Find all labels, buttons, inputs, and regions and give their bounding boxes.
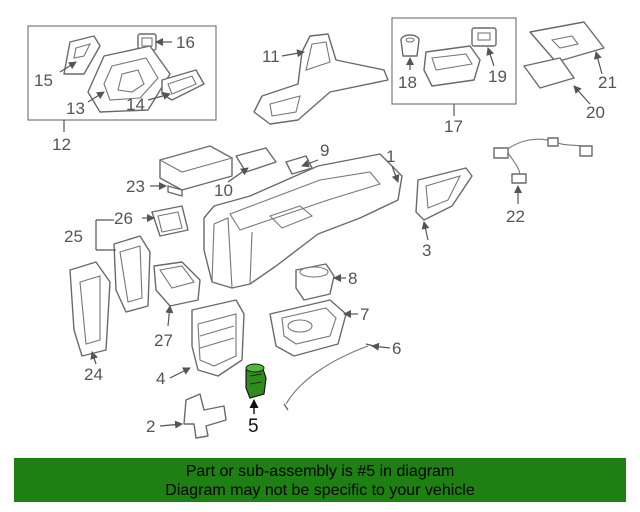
part-26-vent [151, 205, 189, 237]
part-7-tray [269, 299, 347, 357]
part-2-bracket [183, 393, 227, 439]
info-banner: Part or sub-assembly is #5 in diagram Di… [14, 458, 626, 502]
part-1-center-console [203, 153, 403, 289]
leader-lines [59, 38, 603, 429]
callout-22: 22 [506, 207, 525, 226]
callout-15: 15 [34, 71, 53, 90]
part-18-socket [400, 34, 420, 57]
group-box-12 [27, 25, 217, 132]
callout-16: 16 [176, 33, 195, 52]
callout-24: 24 [84, 365, 103, 384]
part-11-console-trim [253, 33, 389, 125]
part-23-armrest [158, 145, 234, 197]
part-3-side-cover [415, 167, 473, 221]
callout-9: 9 [320, 141, 329, 160]
callout-6: 6 [392, 339, 401, 358]
callout-labels: 1 2 3 4 5 6 7 8 9 10 11 12 13 14 15 16 1… [34, 33, 617, 437]
callout-1: 1 [386, 147, 395, 166]
callout-3: 3 [422, 241, 431, 260]
part-20-pad [523, 57, 575, 89]
callout-7: 7 [360, 305, 369, 324]
callout-19: 19 [488, 67, 507, 86]
callout-14: 14 [126, 95, 145, 114]
callout-2: 2 [146, 417, 155, 436]
callout-27: 27 [154, 331, 173, 350]
callout-21: 21 [598, 73, 617, 92]
part-19-usb-jack [471, 27, 497, 47]
part-22-harness [493, 137, 593, 184]
callout-17: 17 [444, 117, 463, 136]
banner-line-1: Part or sub-assembly is #5 in diagram [185, 463, 455, 480]
group-box-17 [391, 17, 517, 116]
callout-23: 23 [126, 177, 145, 196]
callout-10: 10 [214, 181, 233, 200]
callout-4: 4 [156, 369, 165, 388]
part-8-cup-holder [295, 263, 335, 301]
banner-line-2: Diagram may not be specific to your vehi… [165, 482, 475, 499]
callout-18: 18 [398, 73, 417, 92]
callout-25: 25 [64, 227, 83, 246]
callout-26: 26 [114, 209, 133, 228]
callout-8: 8 [348, 269, 357, 288]
part-15-switch-panel [63, 35, 101, 75]
callout-20: 20 [586, 103, 605, 122]
part-13-shift-bezel [87, 45, 171, 113]
callout-11: 11 [262, 47, 280, 66]
part-14-switch [161, 69, 205, 101]
part-5-highlighted[interactable] [245, 363, 267, 399]
part-17-bracket [423, 45, 481, 87]
part-25-lower-panel [113, 235, 151, 313]
bracket-25 [95, 219, 104, 251]
part-21-tray-mat [529, 21, 605, 63]
callout-12: 12 [52, 135, 71, 154]
callout-5[interactable]: 5 [248, 416, 259, 437]
part-10-pad [235, 147, 277, 173]
part-24-side-panel [69, 261, 111, 357]
part-27-bin [153, 261, 201, 307]
callout-13: 13 [66, 99, 85, 118]
part-4-storage-box [191, 299, 245, 377]
